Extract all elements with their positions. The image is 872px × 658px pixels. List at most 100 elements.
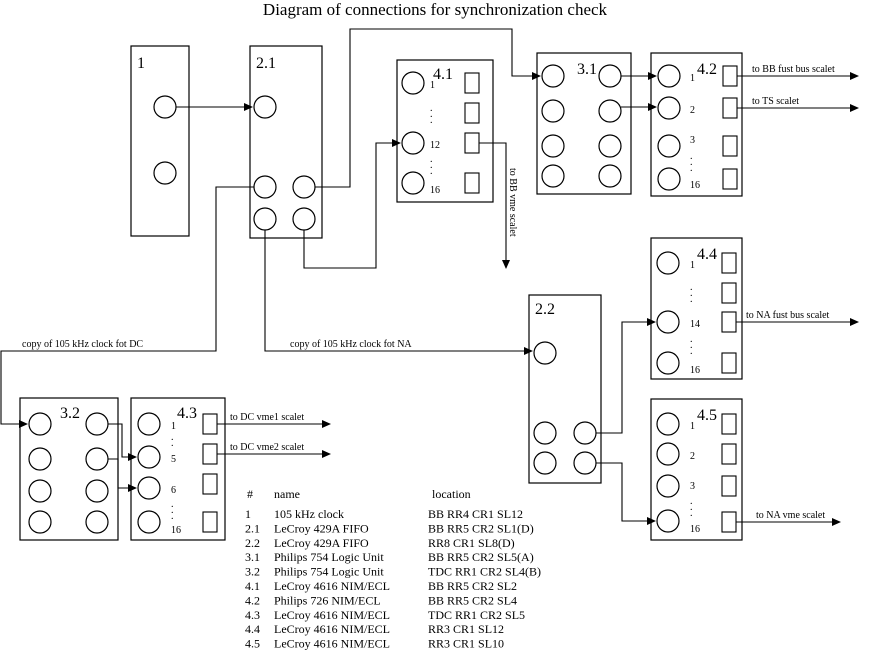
connector: [598, 164, 622, 188]
wire: [596, 318, 656, 434]
wire: [108, 458, 137, 492]
channel-label: 5: [171, 454, 176, 465]
module-label: 3.1: [577, 61, 597, 78]
wire: [303, 139, 401, 269]
output-label: to NA vme scalet: [756, 510, 825, 521]
output-label: to DC vme1 scalet: [230, 412, 304, 423]
connector: [657, 64, 681, 88]
ecl-output: [721, 252, 737, 274]
connector: [28, 510, 52, 534]
ecl-output: [722, 97, 738, 119]
ecl-output: [722, 135, 738, 157]
connector: [85, 447, 109, 471]
channel-label: 16: [690, 180, 700, 191]
channel-dot: .: [690, 157, 693, 168]
connector: [153, 161, 177, 185]
module-label: 2.2: [535, 301, 555, 318]
connector: [85, 479, 109, 503]
diagram-title: Diagram of connections for synchronizati…: [263, 0, 608, 19]
legend-location: RR8 CR1 SL8(D): [428, 536, 515, 550]
connector: [598, 134, 622, 158]
module-1: 1: [130, 45, 190, 237]
legend-name: LeCroy 4616 NIM/ECL: [274, 579, 390, 593]
ecl-output: [464, 132, 480, 154]
connector: [28, 479, 52, 503]
wire: [0, 186, 254, 428]
connector: [401, 71, 425, 95]
wire: [315, 28, 541, 188]
connector: [137, 476, 161, 500]
connector: [253, 95, 277, 119]
module-4-2: 4.2 1 2 3 . . . 16: [650, 52, 743, 197]
connector: [657, 96, 681, 120]
ecl-output: [202, 511, 218, 533]
ecl-output: [721, 475, 737, 497]
channel-dot: .: [430, 109, 433, 120]
connector: [253, 175, 277, 199]
module-label: 2.1: [256, 55, 276, 72]
channel-dot: .: [690, 334, 693, 345]
channel-label: 16: [171, 525, 181, 536]
legend-location: BB RR5 CR2 SL4: [428, 593, 517, 607]
connector: [598, 99, 622, 123]
legend-header-name: name: [274, 487, 300, 501]
legend-location: BB RR5 CR2 SL5(A): [428, 550, 534, 564]
connector: [656, 310, 680, 334]
legend-num: 2.1: [245, 521, 260, 535]
module-label: 3.2: [60, 405, 80, 422]
legend-location: BB RR5 CR2 SL2: [428, 579, 517, 593]
legend-num: 4.3: [245, 608, 260, 622]
module-label: 4.4: [697, 246, 717, 263]
ecl-output: [721, 282, 737, 304]
connector: [137, 510, 161, 534]
ecl-output: [721, 443, 737, 465]
legend-name: LeCroy 4616 NIM/ECL: [274, 608, 390, 622]
legend-num: 4.5: [245, 637, 260, 651]
channel-label: 3: [690, 135, 695, 146]
legend-num: 2.2: [245, 536, 260, 550]
channel-dot: .: [171, 432, 174, 443]
module-3-2: 3.2: [19, 397, 119, 541]
ecl-output: [464, 72, 480, 94]
output-label: to NA fust bus scalet: [746, 310, 830, 321]
ecl-output: [721, 413, 737, 435]
ecl-output: [722, 65, 738, 87]
channel-dot: .: [171, 438, 174, 449]
module-4-5: 4.5 1 2 3 . . . 16: [650, 398, 743, 541]
module-label: 4.1: [433, 66, 453, 83]
module-label: 4.5: [697, 407, 717, 424]
wires: [0, 28, 859, 526]
copy-label: copy of 105 kHz clock fot DC: [22, 339, 143, 350]
legend-name: LeCroy 4616 NIM/ECL: [274, 622, 390, 636]
connector: [541, 64, 565, 88]
ecl-output: [464, 172, 480, 194]
channel-label: 16: [430, 185, 440, 196]
connector: [533, 341, 557, 365]
module-label: 1: [137, 55, 145, 72]
connector: [153, 95, 177, 119]
module-2-2: 2.2: [528, 294, 602, 484]
channel-dot: .: [430, 160, 433, 171]
wire: [264, 230, 533, 355]
legend-name: LeCroy 4616 NIM/ECL: [274, 637, 390, 651]
channel-label: 12: [430, 140, 440, 151]
ecl-output: [202, 473, 218, 495]
connector: [573, 451, 597, 475]
module-4-4: 4.4 1 . . . 14 . . . 16: [650, 237, 743, 380]
connector: [573, 421, 597, 445]
ecl-output: [721, 511, 737, 533]
connector: [533, 421, 557, 445]
connector: [533, 451, 557, 475]
legend-num: 1: [245, 507, 251, 521]
channel-label: 1: [430, 80, 435, 91]
legend-name: LeCroy 429A FIFO: [274, 536, 369, 550]
connector: [541, 134, 565, 158]
connector: [292, 207, 316, 231]
legend-location: RR3 CR1 SL10: [428, 637, 504, 651]
channel-label: 16: [690, 365, 700, 376]
channel-label: 1: [690, 73, 695, 84]
connector: [656, 442, 680, 466]
connector: [657, 167, 681, 191]
legend-name: LeCroy 429A FIFO: [274, 521, 369, 535]
